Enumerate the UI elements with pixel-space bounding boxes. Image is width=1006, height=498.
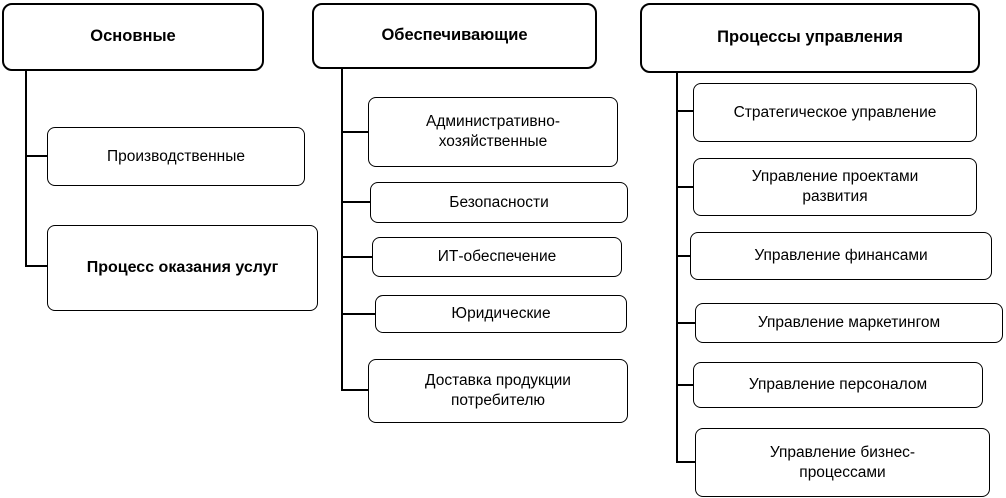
connector-branch — [676, 384, 693, 386]
node-administrative-economic: Административно-хозяйственные — [368, 97, 618, 167]
node-label: ИТ-обеспечение — [437, 248, 557, 266]
connector-branch — [341, 256, 372, 258]
node-legal: Юридические — [375, 295, 627, 333]
group-header-label: Обеспечивающие — [381, 26, 528, 45]
node-production-processes: Производственные — [47, 127, 305, 186]
node-marketing-management: Управление маркетингом — [695, 303, 1003, 343]
node-strategic-management: Стратегическое управление — [693, 83, 977, 142]
group-header-management-processes: Процессы управления — [640, 3, 980, 73]
connector-branch — [341, 313, 375, 315]
node-business-process-management: Управление бизнес-процессами — [695, 428, 990, 497]
node-label: Безопасности — [449, 193, 549, 211]
node-label: Доставка продукции потребителю — [425, 372, 571, 409]
group-header-supporting-processes: Обеспечивающие — [312, 3, 597, 69]
connector-trunk — [676, 73, 678, 463]
group-header-main-processes: Основные — [2, 3, 264, 71]
node-personnel-management: Управление персоналом — [693, 362, 983, 408]
node-service-delivery-process: Процесс оказания услуг — [47, 225, 318, 311]
connector-branch — [25, 155, 47, 157]
connector-branch — [25, 265, 47, 267]
node-finance-management: Управление финансами — [690, 232, 992, 280]
node-it-support: ИТ-обеспечение — [372, 237, 622, 277]
connector-branch — [676, 322, 695, 324]
connector-branch — [676, 186, 693, 188]
node-label: Управление персоналом — [748, 376, 928, 394]
node-security: Безопасности — [370, 182, 628, 223]
node-label: Управление финансами — [754, 247, 928, 265]
node-label: Производственные — [107, 147, 245, 165]
connector-branch — [341, 201, 370, 203]
connector-trunk — [341, 69, 343, 391]
connector-branch — [341, 131, 368, 133]
connector-branch — [676, 110, 693, 112]
node-product-delivery: Доставка продукции потребителю — [368, 359, 628, 423]
connector-trunk — [25, 71, 27, 267]
group-header-label: Основные — [90, 27, 176, 46]
connector-branch — [341, 389, 368, 391]
connector-branch — [676, 461, 695, 463]
node-label: Процесс оказания услуг — [86, 258, 279, 276]
connector-branch — [676, 255, 690, 257]
node-label: Административно-хозяйственные — [426, 113, 560, 150]
group-header-label: Процессы управления — [717, 28, 903, 47]
node-label: Управление проектами развития — [751, 168, 919, 205]
node-label: Стратегическое управление — [733, 103, 937, 121]
node-label: Юридические — [451, 305, 551, 323]
node-label: Управление бизнес-процессами — [769, 443, 916, 481]
node-development-project-management: Управление проектами развития — [693, 158, 977, 216]
node-label: Управление маркетингом — [757, 314, 941, 332]
